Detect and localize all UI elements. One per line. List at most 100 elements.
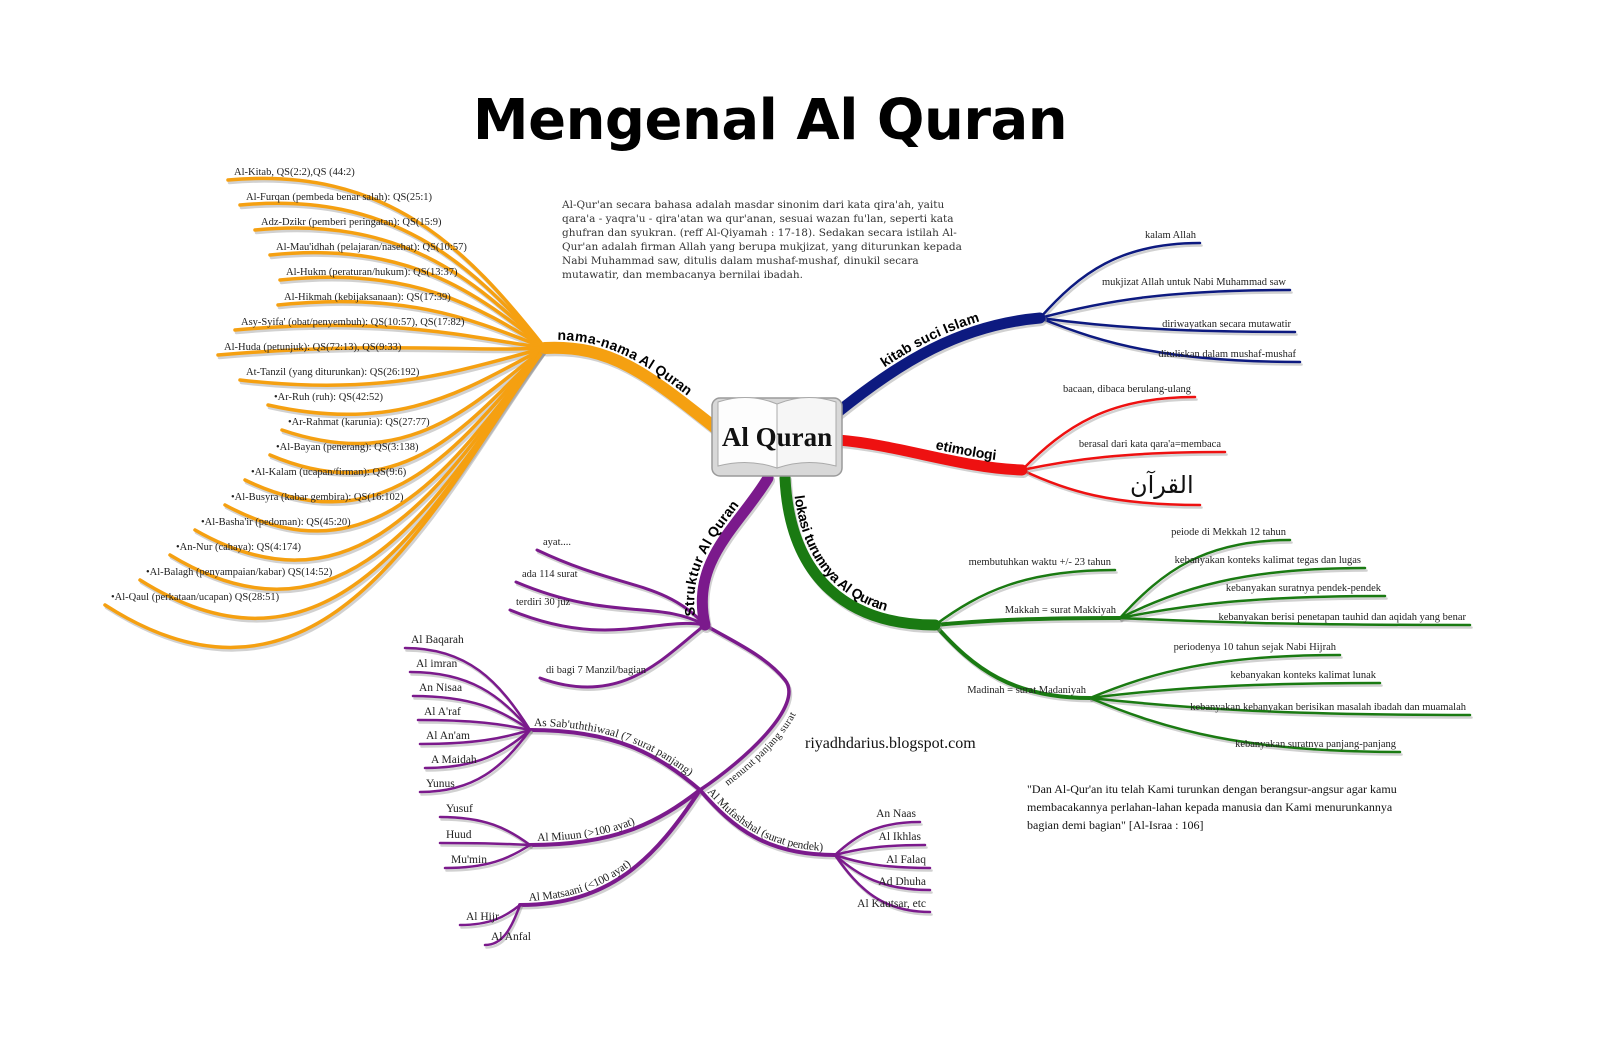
surat-2-2-line [438, 841, 532, 847]
makkah-leaf-4-label: kebanyakan berisi penetapan tauhid dan a… [1218, 612, 1466, 623]
lokasi-makkah-label: Makkah = surat Makkiyah [1005, 605, 1117, 616]
makkah-leaf-1-line [1118, 538, 1292, 620]
nama-leaf-8-line [216, 345, 547, 357]
surat-1-7-line [418, 728, 532, 794]
surat-4-2-shadow [835, 846, 928, 859]
description-text: Al-Qur'an secara bahasa adalah masdar si… [562, 199, 962, 281]
kitab-leaf-1-label: kalam Allah [1145, 230, 1197, 241]
nama-leaf-6-line [276, 299, 547, 350]
surat-4-4-line [833, 853, 932, 892]
surat-3-2-label: Al Anfal [491, 931, 531, 943]
panjang-surat-branch-label: menurut panjang surat [723, 710, 799, 788]
etimologi-leaf-3-shadow [1022, 471, 1203, 509]
madinah-leaf-2-line [1088, 681, 1382, 700]
surat-1-3-line [411, 694, 532, 732]
struktur-leaf-4-shadow [540, 626, 708, 692]
etimologi-leaf-2-label: berasal dari kata qara'a=membaca [1079, 439, 1222, 450]
nama-leaf-9-shadow [239, 348, 549, 390]
madinah-leaf-3-shadow [1090, 699, 1473, 719]
center-book-node[interactable]: Al Quran [711, 397, 843, 477]
nama-leaf-3-line [253, 226, 547, 350]
madinah-leaf-3-line [1088, 696, 1472, 717]
makkah-leaf-3-shadow [1120, 597, 1388, 622]
nama-leaf-18-shadow [104, 348, 549, 652]
struktur-leaf-4-line [538, 623, 707, 689]
surat-4-5-line [833, 853, 932, 914]
madinah-leaf-4-shadow [1090, 699, 1403, 756]
surat-1-5-label: Al An'am [426, 730, 470, 742]
nama-leaf-12-line [268, 346, 547, 475]
nama-leaf-12-label: •Al-Bayan (penerang): QS(3:138) [276, 442, 419, 453]
surat-1-4-line [416, 718, 532, 732]
panjang-group-2-label: Al Miuun (>100 ayat) [537, 815, 637, 843]
nama-leaf-8-label: Al-Huda (petunjuk): QS(72:13), QS(9:33) [224, 342, 402, 353]
kitab-leaf-4-shadow [1040, 319, 1303, 366]
surat-2-1-label: Yusuf [446, 803, 473, 815]
surat-1-4-label: Al A'raf [424, 706, 461, 718]
surat-1-1-label: Al Baqarah [411, 634, 464, 646]
surat-3-1-label: Al Hijr [466, 911, 499, 923]
surat-3-2-line [483, 903, 522, 947]
surat-4-1-line [833, 820, 922, 857]
panjang-group-2-text: Al Miuun (>100 ayat) [537, 815, 637, 843]
panjang-group-2-shadow [529, 790, 704, 850]
nama-leaf-10-shadow [267, 348, 549, 419]
nama-leaf-3-label: Adz-Dzikr (pemberi peringatan): QS(15:9) [261, 217, 442, 228]
quote-text: "Dan Al-Qur'an itu telah Kami turunkan d… [1027, 782, 1397, 832]
nama-leaf-18-line [103, 346, 547, 650]
surat-2-1-line [438, 815, 532, 847]
surat-3-1-line [458, 903, 522, 927]
kitab-leaf-3-line [1038, 316, 1297, 334]
nama-leaf-13-line [243, 346, 547, 504]
nama-leaf-9-line [238, 346, 547, 388]
surat-2-3-shadow [445, 846, 533, 872]
etimologi-leaf-2-shadow [1022, 453, 1228, 474]
nama-trunk-line [539, 341, 724, 436]
struktur-leaf-2-shadow [516, 583, 708, 629]
struktur-leaf-1-label: ayat.... [543, 537, 571, 548]
madinah-leaf-1-shadow [1090, 656, 1343, 702]
surat-2-3-line [443, 843, 532, 870]
nama-leaf-9-label: At-Tanzil (yang diturunkan): QS(26:192) [246, 367, 420, 378]
surat-4-3-label: Al Falaq [886, 854, 926, 866]
nama-leaf-11-label: •Ar-Rahmat (karunia): QS(27:77) [288, 417, 430, 428]
etimologi-leaf-1-shadow [1022, 398, 1198, 474]
surat-4-2-label: Al Ikhlas [879, 831, 922, 843]
nama-leaf-7-shadow [234, 326, 549, 353]
surat-4-3-shadow [835, 856, 933, 872]
nama-leaf-17-label: •Al-Balagh (penyampaian/kabar) QS(14:52) [146, 567, 333, 578]
panjang-group-3-line [518, 788, 702, 907]
surat-1-4-shadow [418, 721, 533, 734]
kitab-leaf-2-label: mukjizat Allah untuk Nabi Muhammad saw [1102, 277, 1286, 288]
lokasi-makkah-line [933, 616, 1122, 627]
kitab-leaf-4-label: dituliskan dalam mushaf-mushaf [1158, 349, 1296, 360]
surat-1-5-line [418, 728, 532, 746]
kitab-leaf-4-line [1038, 316, 1302, 364]
makkah-leaf-1-label: peiode di Mekkah 12 tahun [1171, 527, 1287, 538]
surat-1-3-label: An Nisaa [419, 682, 462, 694]
etimologi-leaf-2-line [1020, 450, 1227, 472]
nama-leaf-10-line [266, 346, 547, 417]
madinah-leaf-2-label: kebanyakan konteks kalimat lunak [1231, 670, 1377, 681]
makkah-leaf-2-shadow [1120, 569, 1368, 622]
surat-4-3-line [833, 853, 932, 870]
makkah-leaf-4-line [1118, 616, 1472, 627]
nama-leaf-5-line [278, 275, 547, 350]
nama-leaf-5-label: Al-Hukm (peraturan/hukum): QS(13:37) [286, 267, 458, 278]
makkah-leaf-3-line [1118, 594, 1387, 620]
surat-3-2-shadow [485, 906, 523, 949]
makkah-leaf-2-line [1118, 566, 1367, 620]
struktur-leaf-2-line [514, 580, 707, 627]
kitab-leaf-2-shadow [1040, 291, 1293, 322]
surat-1-3-shadow [413, 697, 533, 734]
nama-leaf-14-label: •Al-Busyra (kabar gembira): QS(16:102) [231, 492, 404, 503]
panjang-group-4-line [698, 788, 837, 857]
makkah-leaf-3-label: kebanyakan suratnya pendek-pendek [1226, 583, 1382, 594]
struktur-leaf-3-line [508, 608, 707, 632]
website-text: riyadhdarius.blogspot.com [805, 735, 976, 752]
madinah-leaf-4-label: kebanyakan suratnya panjang-panjang [1235, 739, 1397, 750]
surat-4-4-label: Ad Dhuha [878, 876, 926, 888]
arabic-quran-text: القرآن [1130, 470, 1194, 499]
nama-leaf-2-label: Al-Furqan (pembeda benar salah): QS(25:1… [246, 192, 433, 203]
